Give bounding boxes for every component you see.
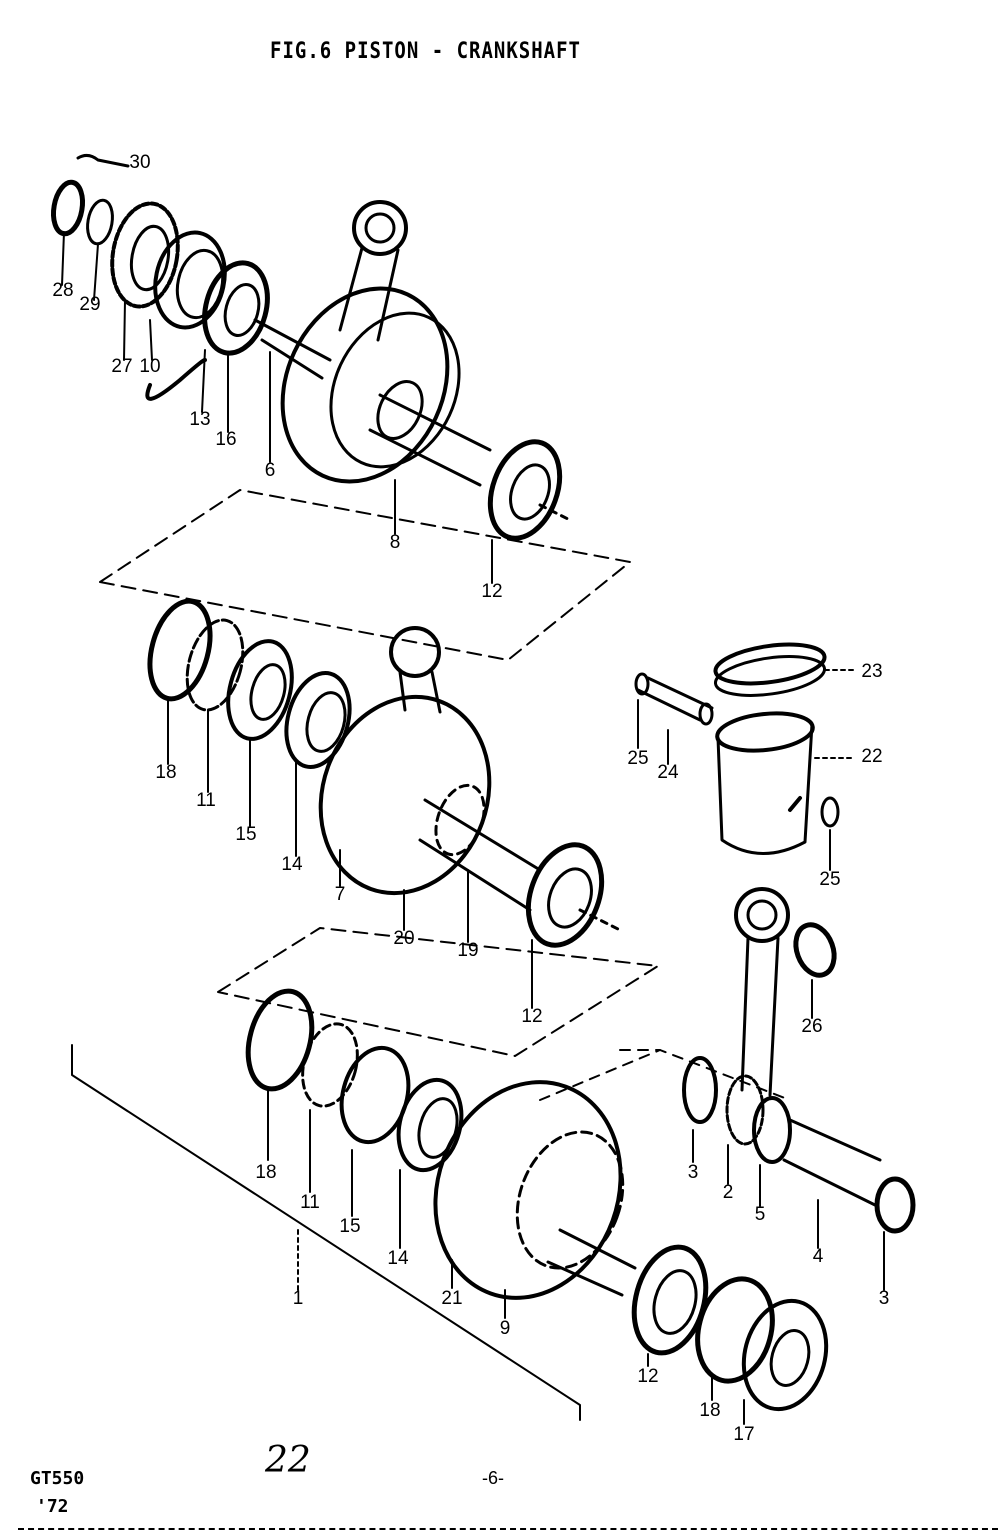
part-label-p11b: 11	[300, 1192, 320, 1213]
upper-crankshaft-assembly	[50, 153, 631, 661]
figure-title: FIG.6 PISTON - CRANKSHAFT	[270, 38, 581, 64]
part-label-p11a: 11	[196, 790, 216, 811]
part-label-p14a: 14	[281, 854, 303, 875]
part-label-p26: 26	[801, 1016, 822, 1037]
part-label-p3b: 3	[879, 1288, 890, 1309]
part-label-p3a: 3	[688, 1162, 699, 1183]
page-number: -6-	[482, 1468, 504, 1488]
part-label-p18a: 18	[155, 762, 176, 783]
middle-crankshaft-assembly	[147, 598, 659, 1057]
part-label-p29: 29	[79, 294, 100, 315]
model-code: GT550	[30, 1468, 85, 1489]
part-label-p12b: 12	[521, 1006, 542, 1027]
part-label-p14b: 14	[387, 1248, 409, 1269]
part-label-p15a: 15	[235, 824, 256, 845]
part-label-p7: 7	[335, 884, 346, 905]
part-label-p4: 4	[813, 1246, 824, 1267]
part-label-p6: 6	[265, 460, 276, 481]
part-label-p1: 1	[293, 1288, 304, 1309]
lower-crankshaft-assembly	[71, 988, 829, 1425]
part-label-p20: 20	[393, 928, 414, 949]
part-label-p12a: 12	[481, 581, 502, 602]
part-label-p22: 22	[861, 746, 882, 767]
part-label-p24: 24	[657, 762, 679, 783]
part-label-p8: 8	[390, 532, 401, 553]
part-label-p13: 13	[189, 409, 210, 430]
part-label-p19: 19	[457, 940, 478, 961]
part-label-p2: 2	[723, 1182, 734, 1203]
part-label-p25b: 25	[819, 869, 840, 890]
part-label-p10: 10	[139, 356, 160, 377]
part-label-p18b: 18	[255, 1162, 276, 1183]
part-label-p23: 23	[861, 661, 882, 682]
handwritten-page-number: 22	[265, 1440, 311, 1481]
connecting-rod-group	[619, 887, 916, 1291]
part-label-p15b: 15	[339, 1216, 360, 1237]
model-year: '72	[36, 1496, 69, 1517]
part-label-p18c: 18	[699, 1400, 720, 1421]
bottom-rule	[18, 1528, 998, 1530]
part-label-p9: 9	[500, 1318, 511, 1339]
part-label-p27: 27	[111, 356, 132, 377]
part-label-p17: 17	[733, 1424, 754, 1445]
part-label-p5: 5	[755, 1204, 766, 1225]
piston-group	[634, 642, 856, 871]
part-label-p25a: 25	[627, 748, 648, 769]
part-label-p30: 30	[129, 152, 150, 173]
part-label-p21: 21	[441, 1288, 462, 1309]
part-label-p12c: 12	[637, 1366, 658, 1387]
part-label-p28: 28	[52, 280, 73, 301]
part-label-p16: 16	[215, 429, 236, 450]
